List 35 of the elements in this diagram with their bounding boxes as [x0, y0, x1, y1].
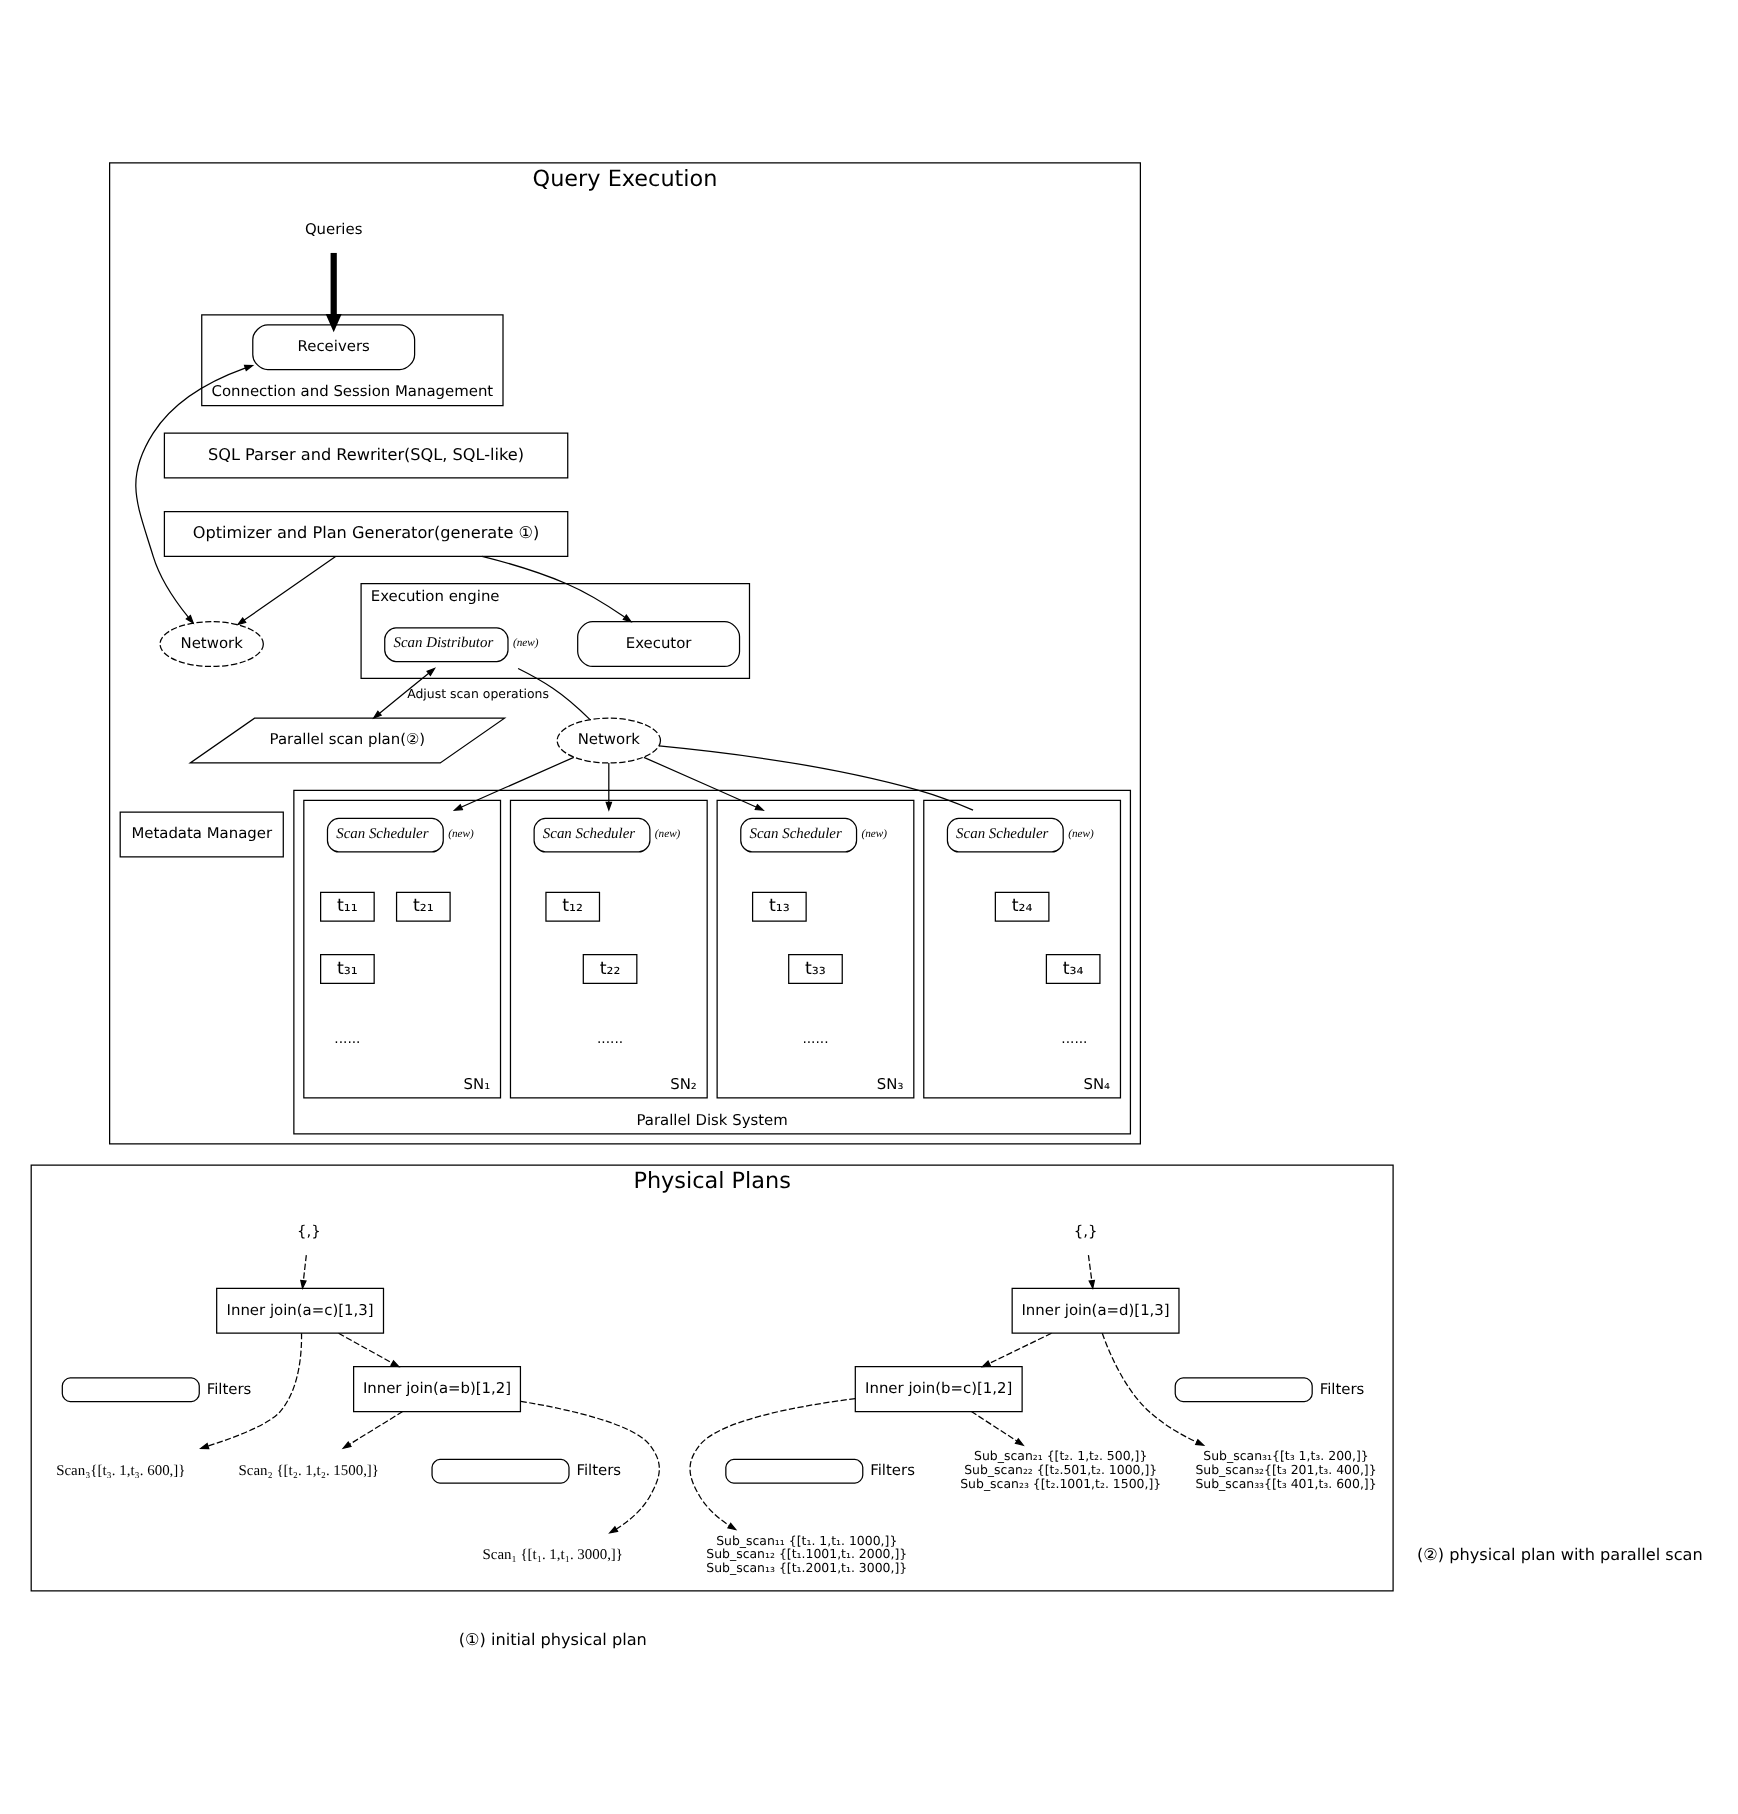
arrow	[605, 761, 613, 811]
node-box: t₃₁	[320, 953, 375, 983]
node-box: t₃₄	[1045, 953, 1101, 983]
arrow	[199, 1331, 303, 1449]
node-box: Optimizer and Plan Generator(generate ①)	[163, 509, 569, 556]
node-box	[431, 1457, 570, 1483]
arrow	[372, 666, 436, 719]
node-box	[61, 1376, 200, 1402]
arrow	[341, 1409, 404, 1449]
node-box: t₃₃	[788, 953, 843, 983]
label: (①) initial physical plan	[458, 1627, 647, 1648]
node-box: t₁₃	[752, 890, 807, 921]
arrow	[643, 755, 765, 810]
node-box	[1174, 1376, 1313, 1402]
arrow	[236, 554, 337, 625]
node-box: SQL Parser and Rewriter(SQL, SQL-like)	[163, 431, 569, 478]
arrow	[970, 1409, 1025, 1446]
arrow	[520, 1399, 660, 1533]
arrow	[135, 363, 255, 624]
connector	[517, 666, 591, 719]
label: (②) physical plan with parallel scan	[1417, 1542, 1703, 1563]
arrow	[1101, 1331, 1206, 1445]
node-box: t₂₁	[395, 890, 451, 921]
arrow	[1087, 1253, 1096, 1289]
node-box: t₁₁	[320, 890, 375, 921]
arrow	[300, 1253, 307, 1289]
arrow	[337, 1331, 401, 1367]
arrow	[980, 1331, 1053, 1367]
node-box: t₂₄	[994, 890, 1050, 921]
arrow	[325, 251, 342, 332]
arrow	[689, 1396, 856, 1530]
node-box: t₁₂	[545, 890, 601, 921]
node-box: t₂₂	[582, 953, 638, 983]
arrow	[452, 755, 575, 810]
node-box	[725, 1457, 864, 1483]
